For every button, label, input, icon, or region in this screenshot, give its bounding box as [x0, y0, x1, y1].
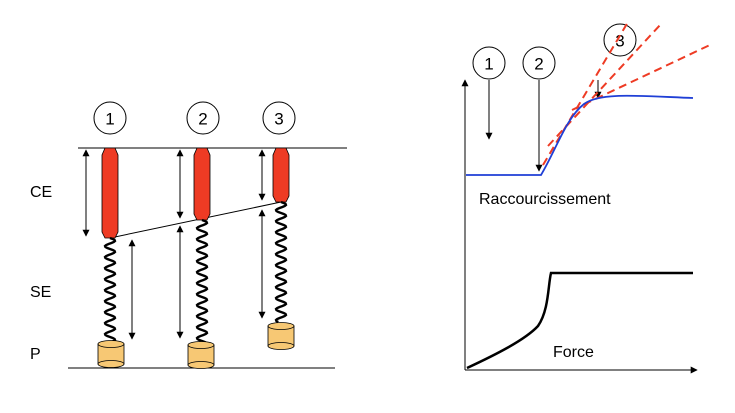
shortening-caption: Raccourcissement	[479, 191, 611, 208]
tangent-line-steep	[542, 21, 629, 166]
force-curve	[466, 271, 693, 370]
state-marker-3: 3	[262, 101, 296, 135]
series-elastic-spring-2	[195, 218, 209, 345]
right-panel: 1 2 3 Raccourcissement Force	[461, 21, 713, 374]
muscle-model-1	[82, 147, 136, 368]
ce-length-connector	[109, 201, 282, 239]
contractile-element-3	[272, 147, 290, 203]
weight-2	[187, 341, 215, 369]
state-marker-1: 1	[93, 101, 127, 135]
state-marker-2: 2	[186, 101, 220, 135]
state-marker-2-label: 2	[198, 110, 207, 129]
muscle-model-2	[176, 147, 215, 369]
curve-marker-2-label: 2	[534, 55, 543, 74]
series-elastic-spring-3	[274, 200, 288, 324]
row-label-p: P	[30, 346, 41, 363]
muscle-model-3	[258, 147, 295, 350]
series-elastic-spring-1	[103, 236, 117, 344]
curve-marker-2: 2	[522, 46, 556, 80]
curve-marker-3-label: 3	[615, 32, 624, 51]
curve-marker-1-label: 1	[484, 55, 493, 74]
force-caption: Force	[553, 344, 594, 361]
left-panel: CE SE P 1 2 3	[30, 101, 347, 369]
contractile-element-1	[101, 147, 119, 239]
curve-marker-1: 1	[472, 46, 506, 80]
row-label-ce: CE	[30, 184, 52, 201]
weight-1	[97, 340, 125, 368]
shortening-curve	[466, 94, 694, 176]
curve-marker-3: 3	[603, 23, 637, 57]
contractile-element-2	[193, 147, 211, 221]
row-label-se: SE	[30, 284, 51, 301]
weight-3	[267, 322, 295, 350]
state-marker-1-label: 1	[105, 110, 114, 129]
state-marker-3-label: 3	[274, 110, 283, 129]
